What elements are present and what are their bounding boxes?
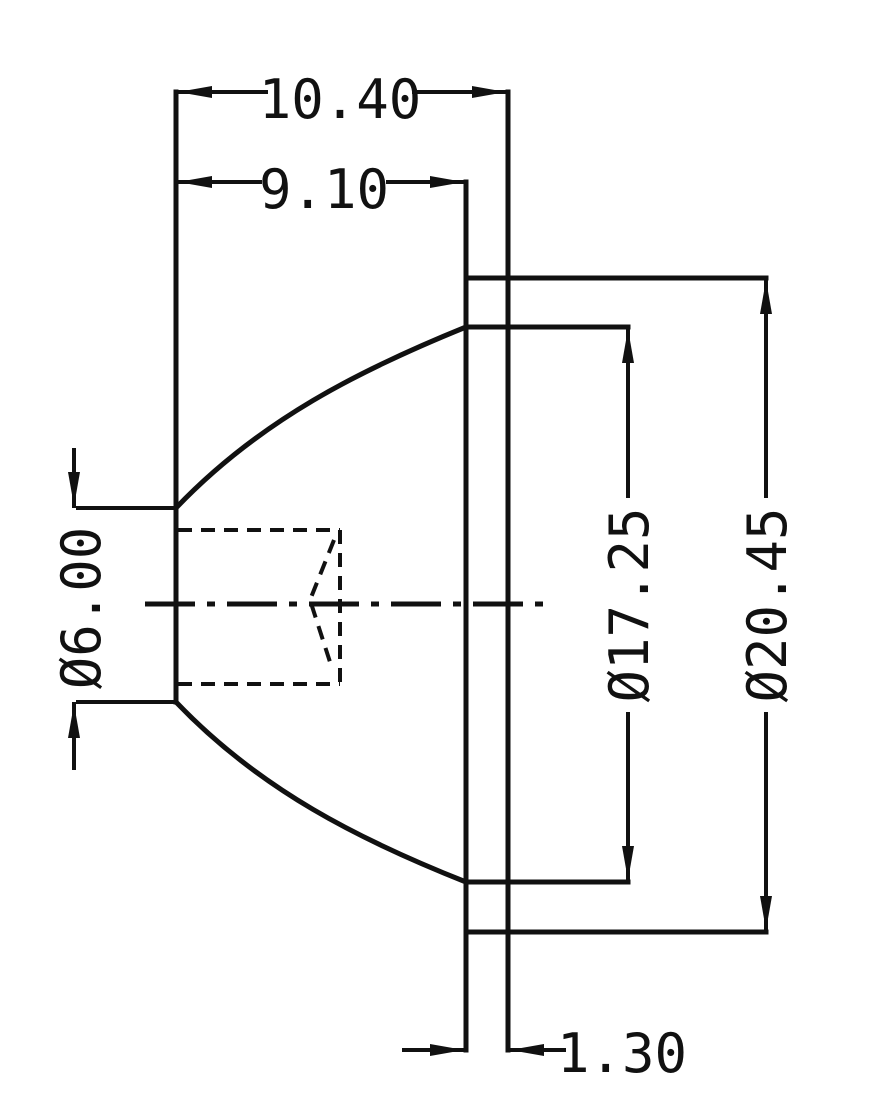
dimension-small-diameter: Ø6.00 bbox=[50, 448, 176, 770]
dimension-overall-length: 10.40 bbox=[176, 68, 508, 131]
dimension-label-20-45: Ø20.45 bbox=[736, 507, 799, 702]
dimension-flange-thickness: 1.30 bbox=[402, 1022, 687, 1085]
dimension-label-1-30: 1.30 bbox=[557, 1022, 687, 1085]
dimension-label-9-10: 9.10 bbox=[259, 158, 389, 221]
hidden-bore bbox=[178, 528, 342, 686]
cone-lower-profile bbox=[172, 698, 470, 886]
dimension-label-10-40: 10.40 bbox=[259, 68, 422, 131]
dimension-label-6-00: Ø6.00 bbox=[50, 527, 113, 690]
cone-upper-profile bbox=[172, 323, 470, 512]
dimension-label-17-25: Ø17.25 bbox=[598, 507, 661, 702]
dimension-cone-length: 9.10 bbox=[176, 158, 466, 221]
dimension-cone-diameter: Ø17.25 bbox=[598, 327, 661, 882]
dimension-flange-diameter: Ø20.45 bbox=[736, 278, 799, 932]
part-outline bbox=[172, 89, 769, 1053]
